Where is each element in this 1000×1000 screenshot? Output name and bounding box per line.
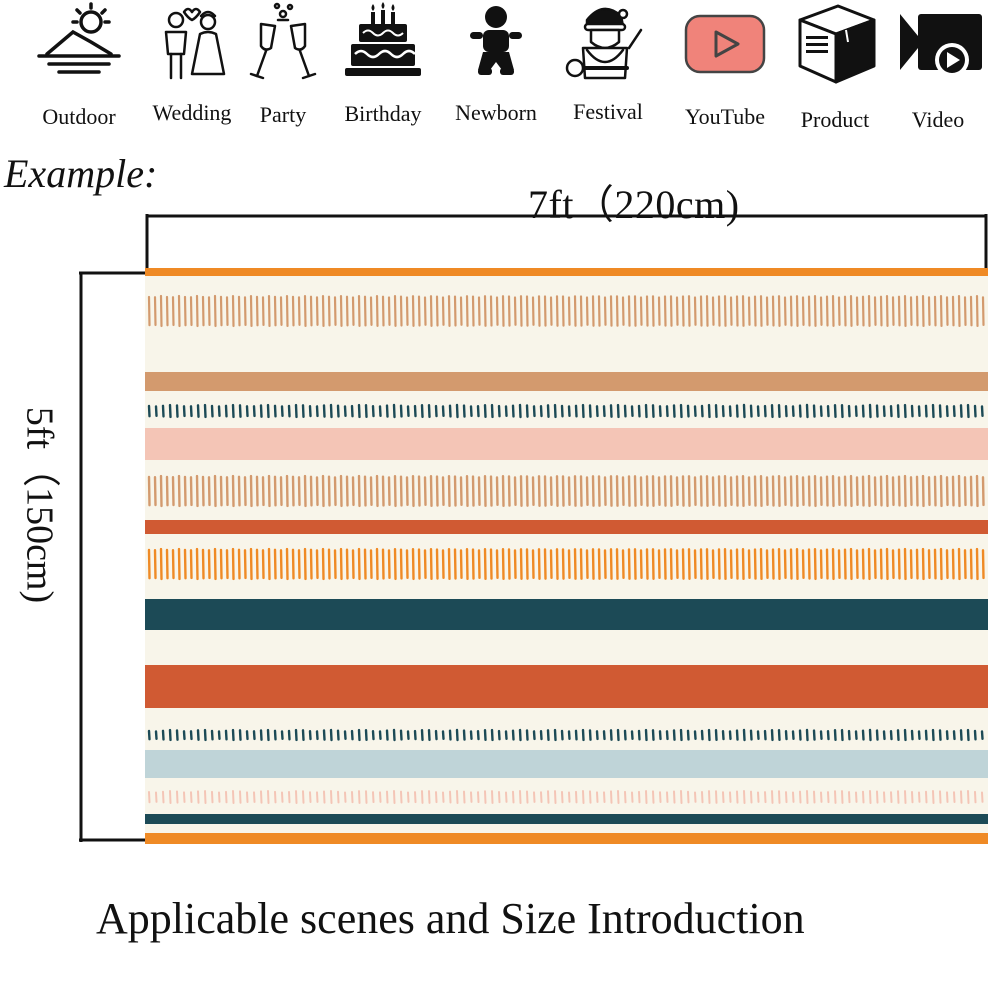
tick-row — [147, 728, 984, 742]
backdrop-background — [145, 268, 988, 844]
stripe-band — [145, 814, 988, 824]
scene-newborn: Newborn — [441, 0, 551, 140]
baby-icon — [470, 6, 522, 75]
sunset-landscape-icon — [37, 2, 121, 74]
scene-label: Outdoor — [42, 104, 116, 129]
scene-label: Product — [800, 107, 870, 132]
stripe-band — [145, 268, 988, 276]
scene-birthday: Birthday — [328, 0, 438, 140]
scene-label: Newborn — [455, 100, 537, 125]
champagne-toast-icon — [249, 2, 317, 80]
scene-party: Party — [228, 0, 338, 140]
scene-icon-row: Outdoor Wedding — [0, 0, 1000, 140]
stripe-band — [145, 833, 988, 844]
birthday-cake-icon — [345, 2, 421, 76]
scene-youtube: YouTube — [670, 0, 780, 140]
footer-title: Applicable scenes and Size Introduction — [96, 894, 805, 943]
scene-label: Party — [259, 102, 307, 127]
scene-product: Product — [780, 0, 890, 140]
scene-label: Birthday — [344, 101, 422, 126]
video-camera-icon — [900, 14, 982, 77]
tick-row — [147, 294, 985, 328]
stripe-band — [145, 520, 988, 534]
stripe-band — [145, 665, 988, 708]
scene-label: Video — [911, 107, 965, 132]
width-dimension-label: 7ft（220cm) — [528, 182, 740, 227]
youtube-play-icon — [684, 14, 766, 74]
scene-label: Wedding — [152, 100, 232, 125]
tick-row — [147, 474, 985, 508]
scene-outdoor: Outdoor — [24, 0, 134, 140]
striped-backdrop-preview — [145, 268, 988, 844]
tick-row — [147, 403, 984, 419]
stripe-band — [145, 428, 988, 460]
product-box-icon — [798, 4, 876, 84]
scene-label: YouTube — [684, 104, 766, 129]
bride-and-groom-icon — [164, 7, 226, 80]
stripe-band — [145, 750, 988, 778]
example-label: Example: — [4, 151, 158, 196]
santa-claus-icon — [565, 7, 643, 80]
scene-label: Festival — [573, 99, 643, 124]
scene-wedding: Wedding — [137, 0, 247, 140]
tick-row — [148, 790, 984, 804]
scene-festival: Festival — [553, 0, 663, 140]
stripe-band — [145, 599, 988, 630]
scene-video: Video — [883, 0, 993, 140]
tick-row — [147, 547, 985, 581]
stripe-band — [145, 372, 988, 391]
